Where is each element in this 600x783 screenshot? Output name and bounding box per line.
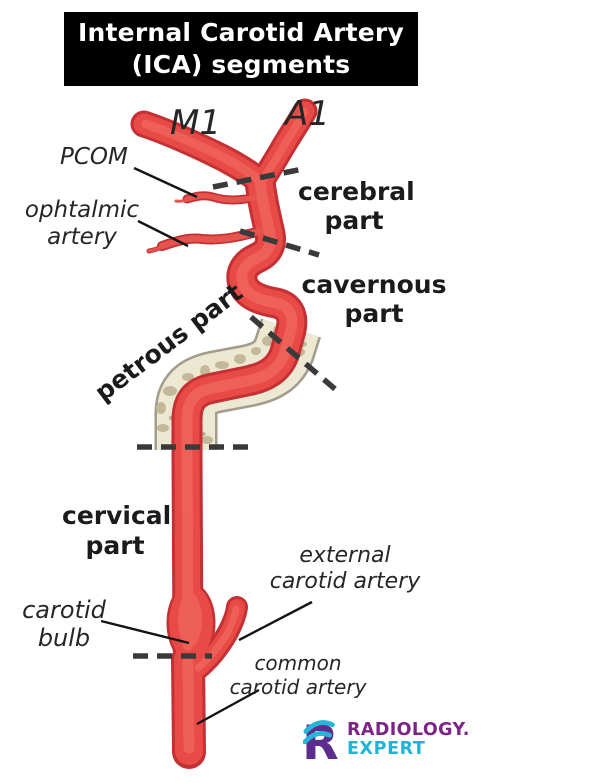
leader-external-carotid [238, 600, 313, 642]
label-common-carotid-artery: common carotid artery [229, 651, 367, 699]
label-cerebral-part: cerebral part [298, 177, 415, 235]
artery-highlights [141, 108, 308, 754]
leader-ophthalmic [137, 219, 189, 248]
separator-cerebral-cavernous [239, 228, 320, 258]
title-line-1: Internal Carotid Artery [78, 18, 404, 47]
label-external-carotid-artery: external carotid artery [269, 543, 421, 595]
label-m1: M1 [170, 103, 221, 143]
label-cavernous-part: cavernous part [301, 270, 447, 328]
ophthalmic-twig-fill [147, 240, 174, 253]
leader-carotid-bulb [100, 619, 190, 645]
pcom-tip [174, 196, 194, 203]
label-carotid-bulb: carotid bulb [22, 596, 106, 653]
radiology-expert-logo: R RADIOLOGY. EXPERT [303, 717, 470, 763]
label-pcom: PCOM [60, 144, 128, 170]
label-ophthalmic-artery: ophtalmic artery [24, 197, 140, 251]
separator-cavernous-petrous [249, 314, 337, 392]
separator-terminal [212, 166, 304, 190]
logo-r-mark: R [303, 717, 339, 763]
pcom-branch-fill [184, 193, 265, 203]
label-a1: A1 [285, 94, 330, 134]
leader-lines [100, 166, 313, 726]
logo-radiology-text: RADIOLOGY. [347, 720, 470, 741]
title-line-2: (ICA) segments [131, 50, 351, 79]
segment-separators [133, 166, 337, 659]
logo-expert-text: EXPERT [347, 739, 426, 759]
logo-wordmark: RADIOLOGY. EXPERT [347, 721, 470, 759]
title-banner: Internal Carotid Artery (ICA) segments [64, 12, 418, 86]
leader-pcom [133, 166, 198, 199]
leader-common-carotid [196, 688, 260, 726]
label-cervical-part: cervical part [62, 501, 172, 560]
